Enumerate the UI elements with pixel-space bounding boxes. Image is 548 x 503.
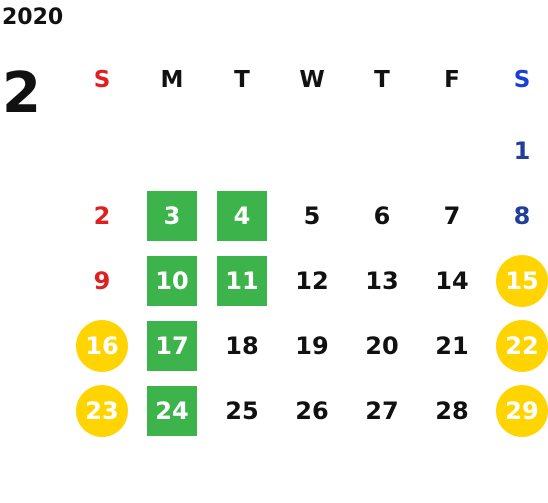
day-cell[interactable]: 9 bbox=[93, 267, 111, 295]
day-cell[interactable]: 17 bbox=[147, 321, 197, 371]
day-cell[interactable]: 19 bbox=[295, 332, 329, 360]
day-cell[interactable]: 20 bbox=[365, 332, 399, 360]
day-cell[interactable]: 22 bbox=[496, 320, 548, 372]
weekday-header: F bbox=[444, 66, 460, 93]
day-cell[interactable]: 1 bbox=[513, 137, 531, 165]
day-cell[interactable]: 14 bbox=[435, 267, 469, 295]
day-cell[interactable]: 8 bbox=[513, 202, 531, 230]
day-cell[interactable]: 3 bbox=[147, 191, 197, 241]
calendar-month: 2 bbox=[2, 61, 41, 126]
day-cell[interactable]: 5 bbox=[303, 202, 321, 230]
day-cell[interactable]: 23 bbox=[76, 385, 128, 437]
day-cell[interactable]: 16 bbox=[76, 320, 128, 372]
weekday-header: W bbox=[299, 66, 325, 93]
day-cell[interactable]: 11 bbox=[217, 256, 267, 306]
day-cell[interactable]: 13 bbox=[365, 267, 399, 295]
weekday-header: S bbox=[93, 66, 111, 93]
day-cell[interactable]: 18 bbox=[225, 332, 259, 360]
day-cell[interactable]: 15 bbox=[496, 255, 548, 307]
weekday-header: T bbox=[234, 66, 250, 93]
day-cell[interactable]: 4 bbox=[217, 191, 267, 241]
day-cell[interactable]: 28 bbox=[435, 397, 469, 425]
day-cell[interactable]: 12 bbox=[295, 267, 329, 295]
calendar-year: 2020 bbox=[2, 5, 64, 30]
day-cell[interactable]: 6 bbox=[373, 202, 391, 230]
day-cell[interactable]: 2 bbox=[93, 202, 111, 230]
day-cell[interactable]: 29 bbox=[496, 385, 548, 437]
day-cell[interactable]: 27 bbox=[365, 397, 399, 425]
day-cell[interactable]: 7 bbox=[443, 202, 461, 230]
weekday-header: T bbox=[374, 66, 390, 93]
weekday-header: S bbox=[513, 66, 531, 93]
day-cell[interactable]: 25 bbox=[225, 397, 259, 425]
day-cell[interactable]: 10 bbox=[147, 256, 197, 306]
day-cell[interactable]: 21 bbox=[435, 332, 469, 360]
day-cell[interactable]: 24 bbox=[147, 386, 197, 436]
day-cell[interactable]: 26 bbox=[295, 397, 329, 425]
weekday-header: M bbox=[160, 66, 184, 93]
